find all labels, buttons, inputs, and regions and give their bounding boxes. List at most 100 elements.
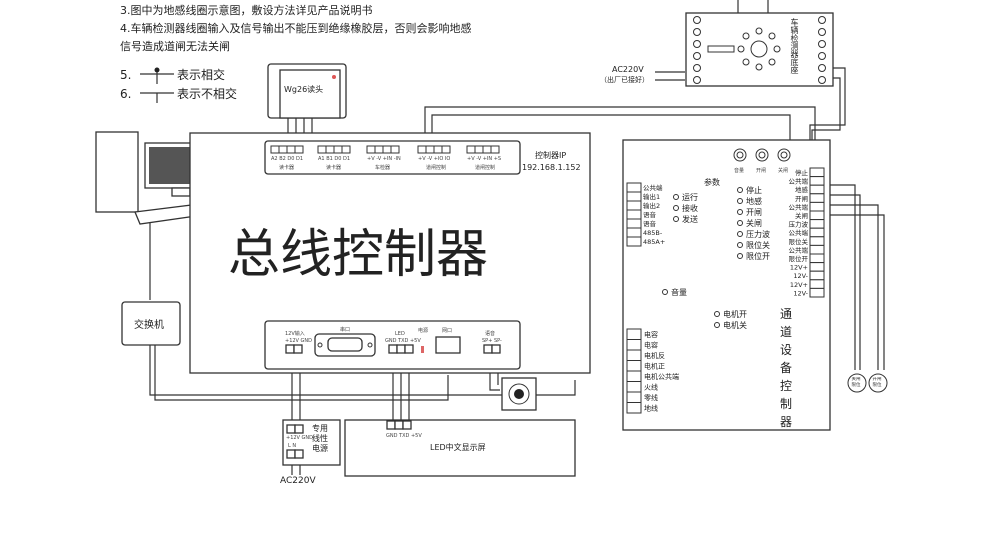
right-terminal-label: 限位开 [789,254,809,263]
right-terminal-label: 关闸 [795,211,808,220]
knob-label: 开闸 [756,167,766,174]
terminal [626,370,642,382]
bottom-terminal-label: 电容 [644,330,658,339]
controller-title-char: 设 [780,343,792,357]
right-terminal-label: 12V+ [790,281,808,289]
controller-title-char: 通 [780,307,792,321]
terminal [626,191,642,202]
serial-label: 串口 [340,327,350,333]
legend-6-num: 6. [120,87,131,101]
led-indicator-icon [673,205,679,211]
terminal [626,227,642,238]
crossing-symbol [140,92,174,103]
led-indicator-icon [737,209,743,215]
status-led-label: 接收 [682,203,698,213]
terminal [626,328,642,340]
terminal [626,360,642,372]
knobs: 音量 开闸 关闸 [733,148,791,174]
limit-switch-label: 关闸限位 [851,377,861,388]
terminal [626,218,642,229]
led-indicator-icon [673,194,679,200]
legend-5-text: 表示相交 [177,67,225,82]
limit-switch-icon [868,373,888,393]
limit-switch-icon [847,373,867,393]
params-label: 参数 [704,177,720,187]
terminal [626,402,642,414]
psu-ac-label: AC220V [280,476,316,486]
right-terminal-label: 12V- [793,272,808,280]
detector-ac-label: AC220V [612,65,644,74]
terminal [626,200,642,211]
controller-title: 总线控制器 [228,225,488,285]
led-display-pins: GND TXD +5V [386,433,422,439]
power-indicator-label: 电源 [418,327,428,334]
linear-power-supply: +12V GND L N AC220V [280,419,341,486]
led-indicator-icon [737,220,743,226]
bottom-terminal-label: 电机公共端 [644,372,679,381]
psu-pins-top: +12V GND [286,435,313,441]
left-terminal-label: 输出2 [643,201,660,210]
bottom-terminal-label: 零线 [644,393,658,402]
input-led-label: 关闸 [746,218,762,228]
port-pins: +V -V +IN -IN [367,156,401,162]
led-indicator-icon [737,231,743,237]
terminal [809,193,825,203]
terminal [626,236,642,247]
wg26-reader: Wg26读头 [267,63,347,119]
input-led-label: 地感 [746,196,762,206]
legend-6-text: 表示不相交 [177,86,237,101]
speaker-pins: SP+ SP- [482,338,502,344]
right-terminal-label: 地感 [795,185,809,194]
psu-label: 专用线性电源 [312,424,328,453]
controller-title-char: 备 [780,361,792,375]
terminal [809,184,825,195]
input-led-label: 限位关 [746,240,770,250]
led-indicator-icon [662,289,668,295]
port-name: 车检器 [375,164,390,171]
right-terminal-label: 开闸 [795,195,808,203]
terminal [809,219,825,229]
port-name: 读卡器 [326,164,341,171]
right-terminal-label: 公共端 [789,245,809,254]
terminal [809,287,825,298]
left-terminal-label: 485A+ [643,238,665,246]
input-led-label: 开闸 [746,208,762,217]
bottom-terminal-label: 火线 [644,383,658,392]
note-4-cont: 信号造成道闸无法关闸 [120,39,230,53]
bottom-terminal-label: 电机反 [644,351,665,360]
right-terminal-label: 12V+ [790,264,808,272]
led-indicator-icon [737,242,743,248]
port-name: 道闸控制 [426,164,446,171]
junction-symbol [140,67,174,84]
left-terminal-label: 语音 [643,219,657,228]
terminal [809,201,825,212]
network-switch: 交换机 [121,301,181,346]
terminal [809,236,825,246]
port-pins: A1 B1 D0 D1 [318,156,350,162]
led-indicator-icon [737,187,743,193]
led-display: GND TXD +5V LED中文显示屏 [344,419,576,477]
right-terminal-label: 公共端 [789,202,809,211]
port-pins: +V -V +IO IO [418,156,450,162]
terminal [809,167,825,178]
terminal [626,339,642,351]
button-icon [501,377,537,411]
led-port-label: LED [395,331,405,337]
channel-device-controller [622,139,831,431]
left-terminal-label: 语音 [643,210,657,219]
right-terminal-label: 公共端 [789,177,809,186]
status-led-label: 发送 [682,214,698,224]
terminal [626,182,642,193]
left-terminal-label: 输出1 [643,192,660,201]
port-pins: A2 B2 D0 D1 [271,156,303,162]
note-4: 4.车辆检测器线圈输入及信号输出不能压到绝缘橡胶层，否则会影响地感 [120,21,472,35]
terminal [626,349,642,361]
led-indicator-icon [673,216,679,222]
led-indicator-icon [737,198,743,204]
reader-label: Wg26读头 [284,84,323,94]
right-terminal-label: 12V- [793,289,808,297]
status-led-label: 运行 [682,192,698,202]
controller-title-char: 器 [780,415,792,429]
input-led-label: 压力波 [746,229,770,239]
